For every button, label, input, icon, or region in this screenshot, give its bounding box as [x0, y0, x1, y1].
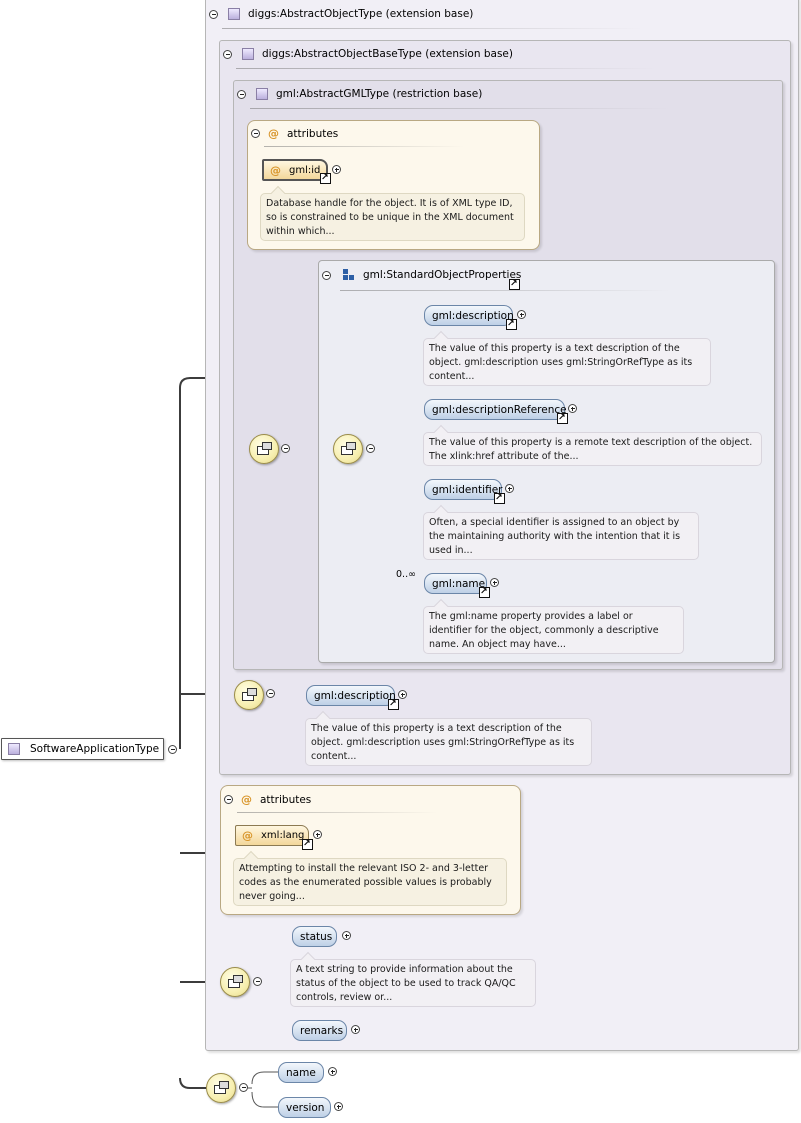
element-gml-description-reference[interactable]: gml:descriptionReference — [424, 399, 567, 420]
header-rule — [250, 108, 670, 109]
extension-header-abstract-object-base: diggs:AbstractObjectBaseType (extension … — [223, 48, 513, 60]
jump-icon[interactable] — [509, 277, 520, 291]
complex-type-icon — [242, 48, 254, 60]
sequence-compositor-icon[interactable] — [249, 434, 279, 464]
sequence-compositor-icon[interactable] — [234, 680, 264, 710]
collapse-icon[interactable] — [281, 444, 290, 453]
collapse-icon[interactable] — [239, 1083, 248, 1092]
element-doc-note: The gml:name property provides a label o… — [423, 606, 684, 654]
expand-icon[interactable] — [342, 931, 351, 940]
expand-icon[interactable] — [351, 1025, 360, 1034]
collapse-icon[interactable] — [224, 795, 233, 804]
element-doc-note: A text string to provide information abo… — [290, 959, 536, 1007]
attributes-header: @ attributes — [251, 127, 338, 140]
header-rule — [222, 28, 642, 29]
sequence-compositor-icon[interactable] — [220, 967, 250, 997]
extension-label: diggs:AbstractObjectType (extension base… — [248, 8, 474, 20]
complex-type-icon — [8, 743, 20, 755]
expand-icon[interactable] — [517, 310, 526, 319]
expand-icon[interactable] — [568, 404, 577, 413]
attribute-doc-note: Attempting to install the relevant ISO 2… — [233, 858, 507, 906]
expand-icon[interactable] — [328, 1067, 337, 1076]
sequence-compositor-icon[interactable] — [206, 1073, 236, 1103]
attributes-label: attributes — [260, 793, 312, 806]
collapse-icon[interactable] — [209, 9, 218, 19]
expand-icon[interactable] — [490, 578, 499, 587]
complex-type-icon — [228, 8, 240, 20]
jump-icon[interactable] — [320, 171, 331, 185]
group-header: gml:StandardObjectProperties — [322, 268, 521, 282]
element-doc-note: The value of this property is a remote t… — [423, 432, 762, 466]
element-name: gml:descriptionReference — [432, 403, 567, 416]
attribute-icon: @ — [270, 163, 281, 177]
header-rule — [340, 290, 670, 291]
element-version[interactable]: version — [278, 1097, 331, 1118]
collapse-icon[interactable] — [266, 689, 275, 698]
root-type-node[interactable]: SoftwareApplicationType — [1, 738, 164, 760]
jump-icon[interactable] — [557, 411, 568, 425]
attribute-name: xml:lang — [261, 830, 305, 841]
jump-icon[interactable] — [302, 837, 313, 851]
expand-icon[interactable] — [398, 690, 407, 699]
attributes-header: @ attributes — [224, 793, 311, 806]
jump-icon[interactable] — [479, 585, 490, 599]
collapse-icon[interactable] — [223, 49, 232, 59]
element-name: gml:description — [432, 309, 514, 322]
group-label: gml:StandardObjectProperties — [363, 269, 522, 281]
collapse-icon[interactable] — [251, 129, 260, 138]
extension-label: diggs:AbstractObjectBaseType (extension … — [262, 48, 513, 60]
jump-icon[interactable] — [494, 491, 505, 505]
element-name: gml:name — [432, 577, 486, 590]
expand-icon[interactable] — [334, 1102, 343, 1111]
element-doc-note: The value of this property is a text des… — [423, 338, 711, 386]
element-gml-name[interactable]: gml:name — [424, 573, 487, 594]
attribute-gml-id[interactable]: @ gml:id — [262, 159, 328, 181]
attributes-label: attributes — [287, 127, 339, 140]
model-group-icon — [341, 268, 355, 282]
element-name: gml:description — [314, 689, 396, 702]
root-type-label: SoftwareApplicationType — [30, 743, 160, 755]
element-gml-description[interactable]: gml:description — [424, 305, 514, 326]
element-gml-description-base[interactable]: gml:description — [306, 685, 396, 706]
expand-icon[interactable] — [505, 484, 514, 493]
header-rule — [264, 146, 464, 147]
collapse-root-icon[interactable] — [168, 745, 177, 754]
collapse-icon[interactable] — [237, 89, 246, 99]
element-name-label: version — [286, 1101, 325, 1114]
complex-type-icon — [256, 88, 268, 100]
attribute-icon: @ — [268, 127, 279, 140]
occurrence-label: 0..∞ — [396, 569, 416, 580]
element-name: gml:identifier — [432, 483, 503, 496]
attribute-xml-lang[interactable]: @ xml:lang — [235, 825, 309, 846]
element-remarks[interactable]: remarks — [292, 1020, 347, 1041]
element-status[interactable]: status — [292, 926, 337, 947]
sequence-compositor-icon[interactable] — [333, 434, 363, 464]
header-rule — [236, 68, 656, 69]
element-doc-note: The value of this property is a text des… — [305, 718, 592, 766]
element-name-label: name — [286, 1066, 316, 1079]
attribute-icon: @ — [241, 793, 252, 806]
jump-icon[interactable] — [388, 697, 399, 711]
collapse-icon[interactable] — [253, 977, 262, 986]
attribute-icon: @ — [242, 829, 253, 842]
header-rule — [237, 812, 437, 813]
expand-icon[interactable] — [332, 165, 341, 174]
extension-header-abstract-object: diggs:AbstractObjectType (extension base… — [209, 8, 473, 20]
collapse-icon[interactable] — [366, 444, 375, 453]
attribute-name: gml:id — [289, 164, 321, 176]
element-name[interactable]: name — [278, 1062, 324, 1083]
element-doc-note: Often, a special identifier is assigned … — [423, 512, 699, 560]
jump-icon[interactable] — [506, 317, 517, 331]
element-name: remarks — [300, 1024, 344, 1037]
collapse-icon[interactable] — [322, 270, 331, 280]
attribute-doc-note: Database handle for the object. It is of… — [260, 193, 525, 241]
expand-icon[interactable] — [313, 830, 322, 839]
restriction-header-abstract-gml: gml:AbstractGMLType (restriction base) — [237, 88, 482, 100]
element-gml-identifier[interactable]: gml:identifier — [424, 479, 502, 500]
restriction-label: gml:AbstractGMLType (restriction base) — [276, 88, 483, 100]
element-name: status — [300, 930, 333, 943]
